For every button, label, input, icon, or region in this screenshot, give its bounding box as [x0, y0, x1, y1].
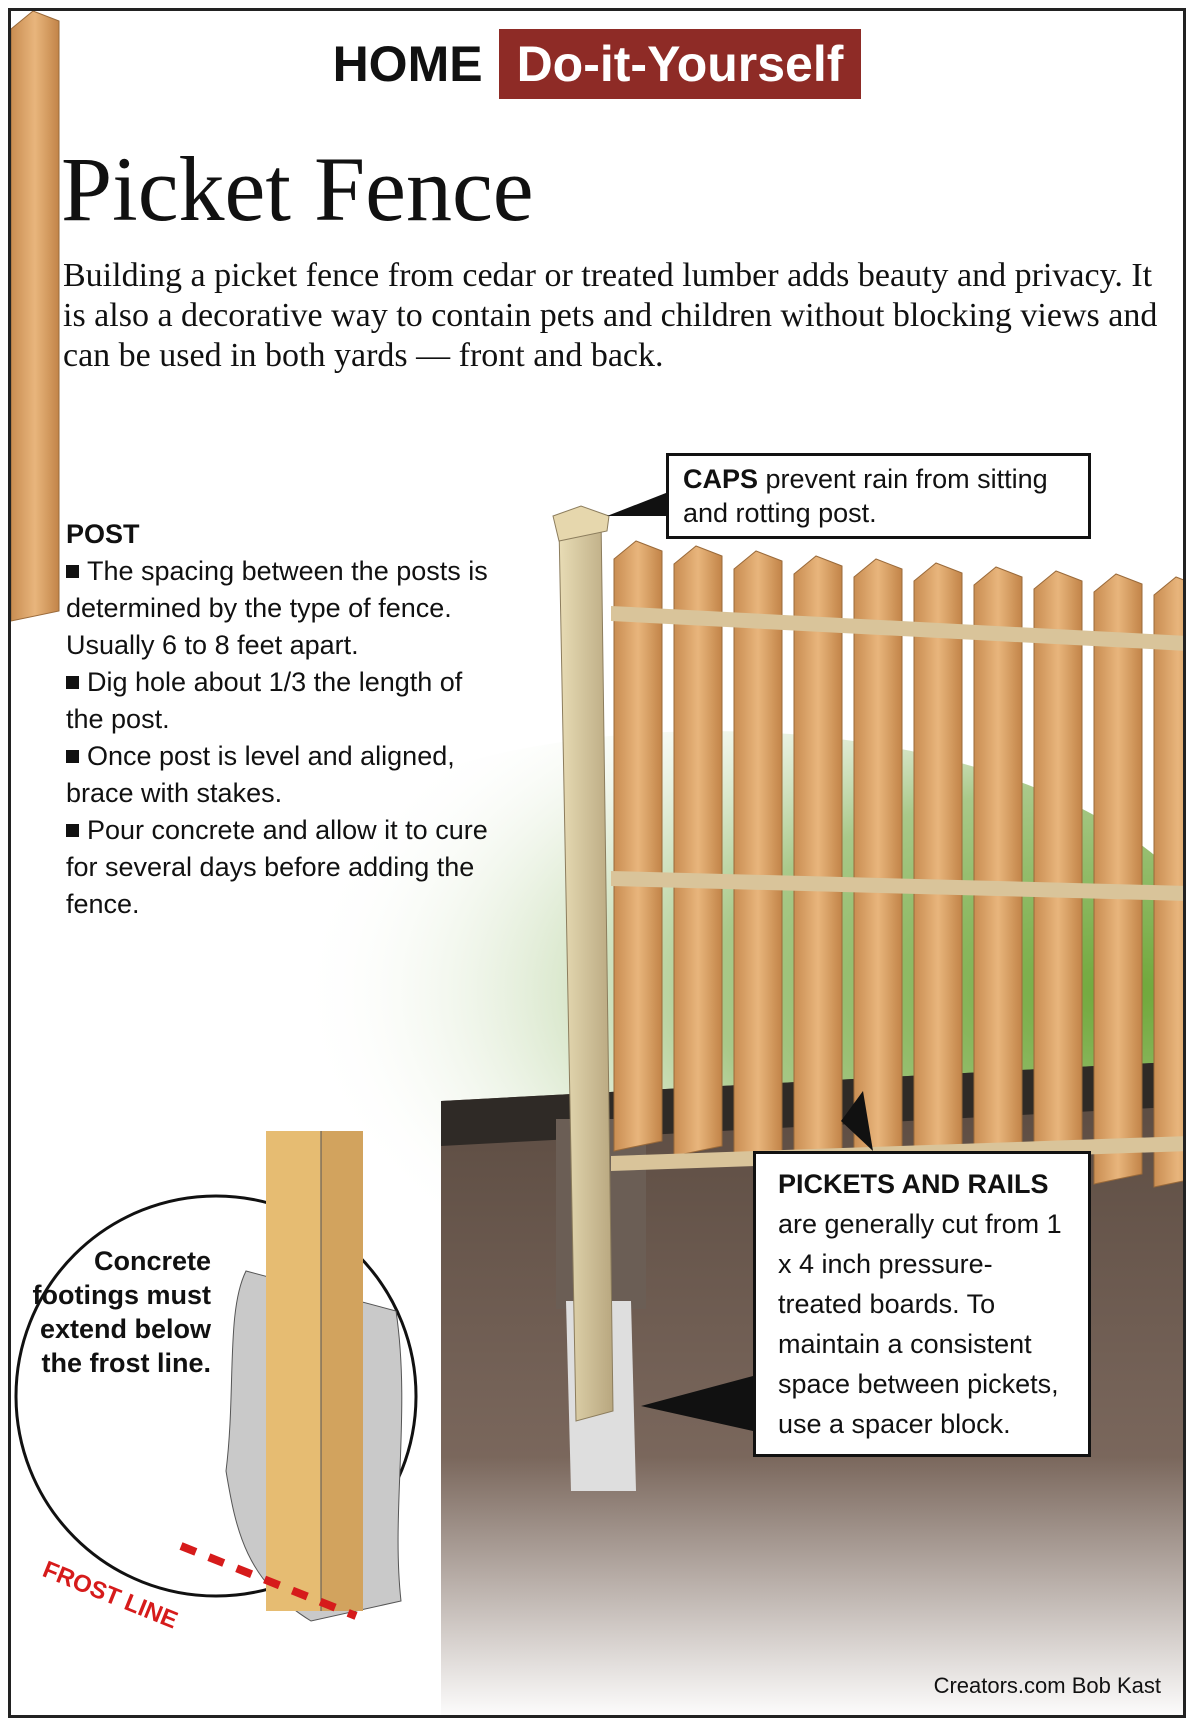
post-bullet: Dig hole about 1/3 the length of the pos… — [66, 667, 463, 734]
header-series-badge: Do-it-Yourself — [498, 29, 862, 99]
post-cap — [552, 505, 610, 542]
credit: Creators.com Bob Kast — [933, 1673, 1161, 1698]
post-bullet: The spacing between the posts is determi… — [66, 556, 488, 660]
page-title: Picket Fence — [61, 138, 534, 240]
header: HOME Do-it-Yourself — [11, 29, 1183, 99]
pickets-callout: PICKETS AND RAILS are generally cut from… — [753, 1151, 1091, 1457]
post-bullet: Pour concrete and allow it to cure for s… — [66, 815, 488, 919]
post-section: POST The spacing between the posts is de… — [66, 516, 506, 923]
post-heading: POST — [66, 519, 140, 549]
post-bullet: Once post is level and aligned, brace wi… — [66, 741, 455, 808]
footing-note: Concrete footings must extend below the … — [32, 1246, 211, 1378]
caps-callout: CAPS prevent rain from sitting and rotti… — [666, 453, 1091, 539]
infographic: HOME Do-it-Yourself Picket Fence Building… — [8, 8, 1186, 1718]
footing-inset — [14, 1131, 418, 1622]
pickets — [11, 11, 1183, 1188]
intro-text: Building a picket fence from cedar or tr… — [63, 257, 1158, 374]
header-home: HOME — [332, 36, 483, 92]
